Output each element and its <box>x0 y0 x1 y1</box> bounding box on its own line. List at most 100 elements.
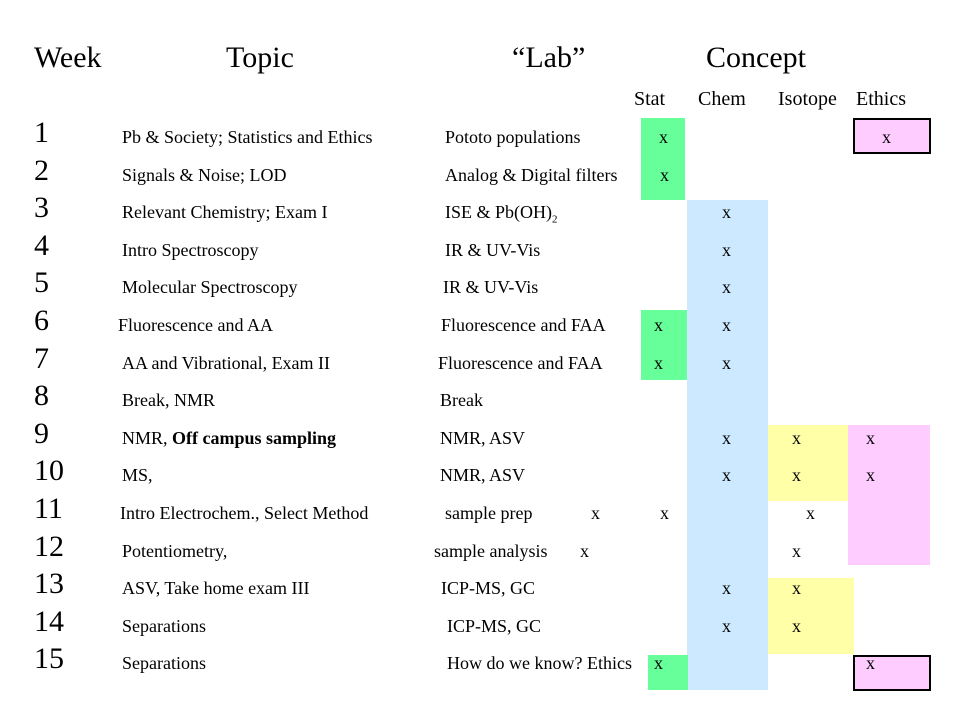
mark-chem: x <box>722 315 731 335</box>
stat-box-weeks-1-2 <box>641 118 685 200</box>
topic-text: Intro Spectroscopy <box>122 239 258 261</box>
topic-label: Potentiometry, <box>122 540 228 561</box>
topic-text: Potentiometry, <box>122 540 227 562</box>
lab-label: NMR, ASV <box>440 427 526 448</box>
topic-label: AA and Vibrational, Exam II <box>122 352 331 373</box>
lab-text: ISE & Pb(OH)2 <box>445 201 558 231</box>
header-lab: “Lab” <box>512 41 586 74</box>
week-number: 6 <box>34 304 49 337</box>
topic-label: Intro Spectroscopy <box>122 239 259 260</box>
week-number: 2 <box>34 153 49 187</box>
lab-text: IR & UV-Vis <box>445 239 540 261</box>
topic-text: Signals & Noise; LOD <box>122 164 287 186</box>
mark-chem: x <box>722 277 731 298</box>
lab-label: sample prep <box>445 503 533 523</box>
lab-label: Fluorescence and FAA <box>441 315 606 335</box>
week-number: 11 <box>34 492 63 525</box>
topic-bold-label: Off campus sampling <box>172 427 337 448</box>
isotope-box-weeks-9-10 <box>768 425 848 501</box>
mark-stat: x <box>660 164 669 185</box>
stat-box-weeks-6-7 <box>641 310 687 380</box>
lab-subscript: 2 <box>552 213 558 226</box>
week-number: 10 <box>34 454 64 488</box>
header-topic: Topic <box>226 41 294 74</box>
mark-ethics: x <box>866 653 875 674</box>
subheader-ethics: Ethics <box>856 88 906 110</box>
topic-label: NMR, <box>122 427 173 448</box>
mark-chem: x <box>722 615 731 636</box>
topic-text: Relevant Chemistry; Exam I <box>122 201 327 223</box>
topic-text: MS, <box>122 464 153 486</box>
stat-box-week-15 <box>648 655 688 690</box>
topic-label: Intro Electrochem., Select Method <box>120 503 369 523</box>
topic-label: ASV, Take home exam III <box>122 578 310 599</box>
subheader-chem: Chem <box>698 88 746 110</box>
lab-label: IR & UV-Vis <box>443 277 539 298</box>
mark-stat: x <box>654 653 663 674</box>
ethics-box-weeks-9-12 <box>848 425 930 565</box>
week-number: 3 <box>34 191 49 225</box>
lab-label: Break <box>440 390 483 411</box>
mark-stat: x <box>659 127 668 147</box>
lab-text: IR & UV-Vis <box>443 276 538 298</box>
mark-stat: x <box>654 352 663 373</box>
lab-label: ICP-MS, GC <box>447 615 542 636</box>
week-number: 4 <box>34 228 49 262</box>
mark-isotope: x <box>792 540 801 561</box>
lab-text: Fluorescence and FAA <box>441 314 606 336</box>
lab-text: Break <box>440 389 483 411</box>
mark-stat: x <box>660 503 669 523</box>
header-week: Week <box>34 41 102 74</box>
topic-label: Molecular Spectroscopy <box>122 277 298 298</box>
mark-isotope: x <box>792 427 801 448</box>
lab-text: ICP-MS, GC <box>441 577 535 599</box>
lab-label: Analog & Digital filters <box>445 164 618 185</box>
lab-label: IR & UV-Vis <box>445 239 541 260</box>
week-number: 7 <box>34 341 49 375</box>
lab-text: Analog & Digital filters <box>445 164 617 186</box>
ethics-box-week-1 <box>853 118 931 154</box>
lab-text: NMR, ASV <box>440 427 525 449</box>
lab-label: sample analysis <box>434 540 548 561</box>
mark-isotope: x <box>792 615 801 636</box>
ethics-box-week-15 <box>853 655 931 691</box>
week-number: 15 <box>34 642 64 676</box>
mark-chem: x <box>722 352 731 373</box>
topic-text: Intro Electrochem., Select Method <box>120 502 368 524</box>
lab-text: ICP-MS, GC <box>447 615 541 637</box>
mark-chem: x <box>722 427 731 448</box>
lab-text: sample prep <box>445 502 532 524</box>
lab-label: How do we know? Ethics <box>447 653 632 674</box>
lab-text: How do we know? Ethics <box>447 652 632 674</box>
subheader-stat: Stat <box>634 88 666 110</box>
mark-ethics: x <box>882 127 891 147</box>
lab-text: Pototo populations <box>445 126 581 148</box>
topic-label: Break, NMR <box>122 390 215 411</box>
lab-label: ICP-MS, GC <box>441 578 536 599</box>
lab-text: sample analysis <box>434 540 547 562</box>
mark-stat: x <box>654 315 663 335</box>
week-number: 9 <box>34 416 49 450</box>
week-number: 13 <box>34 567 64 601</box>
topic-text: NMR, Off campus sampling <box>122 427 336 449</box>
chem-box-weeks-3-15 <box>687 200 768 690</box>
subheader-isotope: Isotope <box>778 88 837 110</box>
lab-label: Fluorescence and FAA <box>438 352 603 373</box>
header-concept: Concept <box>706 41 806 74</box>
topic-label: Signals & Noise; LOD <box>122 164 287 185</box>
mark-chem: x <box>722 202 731 223</box>
lab-label: Pototo populations <box>445 127 581 147</box>
topic-text: Fluorescence and AA <box>118 314 273 336</box>
week-number: 14 <box>34 604 64 638</box>
topic-text: Break, NMR <box>122 389 215 411</box>
isotope-box-weeks-13-14 <box>768 578 854 654</box>
lab-label: ISE & Pb(OH) <box>445 202 552 223</box>
topic-label: MS, <box>122 465 153 486</box>
lab-text: Fluorescence and FAA <box>438 352 603 374</box>
topic-label: Fluorescence and AA <box>118 315 273 335</box>
topic-text: Separations <box>122 652 206 674</box>
topic-label: Separations <box>122 653 206 674</box>
week-number: 1 <box>34 116 49 149</box>
mark-chem: x <box>722 578 731 599</box>
mark-chem: x <box>722 465 731 486</box>
